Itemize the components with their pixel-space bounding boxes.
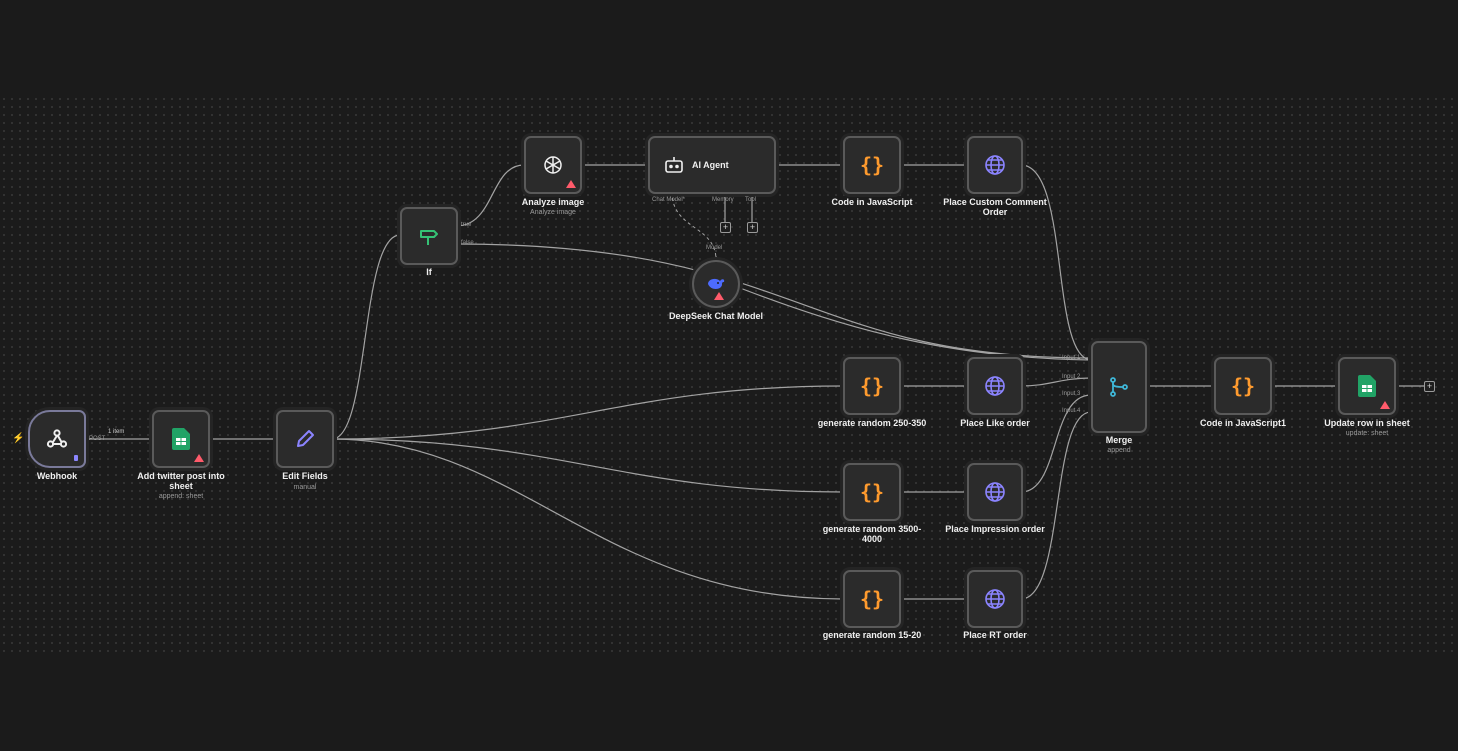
edge-edit-gen15: [331, 438, 844, 600]
if-true-label: true: [461, 222, 472, 228]
google-sheets-icon: [1358, 375, 1376, 397]
add-next-node-button[interactable]: +: [1424, 381, 1435, 392]
node-place-rt-order[interactable]: [967, 570, 1023, 628]
label-generate-random-15-20: generate random 15-20: [822, 630, 922, 640]
deepseek-model-label: Model: [706, 245, 723, 251]
node-if[interactable]: [400, 207, 458, 265]
label-analyze-image: Analyze image: [521, 197, 585, 207]
globe-icon: [984, 481, 1006, 503]
node-merge[interactable]: [1091, 341, 1147, 433]
node-update-row-in-sheet[interactable]: [1338, 357, 1396, 415]
node-code-in-javascript1[interactable]: {}: [1214, 357, 1272, 415]
label-generate-random-250-350: generate random 250-350: [817, 418, 927, 428]
label-update-row-in-sheet: Update row in sheet: [1324, 418, 1410, 428]
warning-icon: [566, 180, 576, 188]
deepseek-whale-icon: [706, 276, 726, 292]
label-place-rt-order: Place RT order: [963, 630, 1027, 640]
ai-agent-chat-model-port: Chat Model*: [652, 197, 686, 203]
edge-if-merge: [455, 243, 1092, 359]
openai-icon: [541, 153, 565, 177]
node-deepseek-chat-model[interactable]: [692, 260, 740, 308]
merge-icon: [1107, 375, 1131, 399]
node-add-twitter-post[interactable]: [152, 410, 210, 468]
warning-icon: [1380, 401, 1390, 409]
sub-edit-fields: manual: [293, 484, 317, 491]
node-generate-random-15-20[interactable]: {}: [843, 570, 901, 628]
trigger-bolt-icon: ⚡: [12, 433, 25, 444]
edge-rt-merge: [1020, 411, 1092, 600]
label-code-in-javascript1: Code in JavaScript1: [1199, 418, 1287, 428]
label-webhook: Webhook: [36, 471, 78, 481]
node-generate-random-250-350[interactable]: {}: [843, 357, 901, 415]
label-if: If: [426, 267, 432, 277]
node-ai-agent[interactable]: AI Agent: [648, 136, 776, 194]
add-memory-button[interactable]: +: [720, 222, 731, 233]
edge-chatmodel-deepseek: [671, 191, 717, 261]
ai-agent-memory-port: Memory: [712, 197, 734, 203]
label-ai-agent: AI Agent: [692, 160, 729, 170]
label-edit-fields: Edit Fields: [282, 471, 328, 481]
edge-if-analyze: [455, 164, 525, 227]
edge-comment-merge: [1020, 164, 1092, 361]
warning-icon: [714, 292, 724, 300]
node-analyze-image[interactable]: [524, 136, 582, 194]
edge-item-count: 1 item: [108, 429, 125, 435]
sub-analyze-image: Analyze image: [530, 209, 576, 216]
node-place-custom-comment-order[interactable]: [967, 136, 1023, 194]
label-add-twitter-post: Add twitter post into sheet: [137, 471, 225, 491]
webhook-icon: [45, 427, 69, 451]
globe-icon: [984, 154, 1006, 176]
add-tool-button[interactable]: +: [747, 222, 758, 233]
node-place-like-order[interactable]: [967, 357, 1023, 415]
node-code-in-javascript[interactable]: {}: [843, 136, 901, 194]
sub-merge: append: [1107, 447, 1131, 454]
code-braces-icon: {}: [1230, 374, 1256, 398]
google-sheets-icon: [172, 428, 190, 450]
if-false-label: false: [461, 240, 474, 246]
label-deepseek-chat-model: DeepSeek Chat Model: [668, 311, 764, 321]
edge-like-merge: [1020, 377, 1092, 387]
merge-input-4: Input 4: [1062, 408, 1081, 414]
merge-input-3: Input 3: [1062, 391, 1081, 397]
webhook-port-label: POST: [89, 436, 106, 442]
node-place-impression-order[interactable]: [967, 463, 1023, 521]
edge-impression-merge: [1020, 394, 1092, 493]
node-generate-random-3500-4000[interactable]: {}: [843, 463, 901, 521]
pencil-icon: [294, 428, 316, 450]
label-code-in-javascript: Code in JavaScript: [831, 197, 913, 207]
code-braces-icon: {}: [859, 480, 885, 504]
node-edit-fields[interactable]: [276, 410, 334, 468]
label-place-like-order: Place Like order: [960, 418, 1030, 428]
label-place-impression-order: Place Impression order: [945, 524, 1045, 534]
code-braces-icon: {}: [859, 587, 885, 611]
merge-input-2: Input 2: [1062, 374, 1081, 380]
edge-edit-gen250: [331, 385, 844, 440]
node-webhook[interactable]: [28, 410, 86, 468]
label-merge: Merge: [1105, 435, 1133, 445]
merge-input-1: Input 1: [1062, 355, 1081, 361]
edge-edit-if: [331, 234, 401, 440]
pinned-data-icon: [74, 455, 78, 461]
label-place-custom-comment-order: Place Custom Comment Order: [943, 197, 1047, 217]
globe-icon: [984, 375, 1006, 397]
sub-add-twitter-post: append: sheet: [158, 493, 204, 500]
warning-icon: [194, 454, 204, 462]
signpost-icon: [418, 225, 440, 247]
ai-agent-tool-port: Tool: [745, 197, 757, 203]
code-braces-icon: {}: [859, 374, 885, 398]
code-braces-icon: {}: [859, 153, 885, 177]
edge-edit-gen3500: [331, 438, 844, 493]
sub-update-row-in-sheet: update: sheet: [1345, 430, 1389, 437]
edge-deepseek-merge: [739, 287, 1092, 361]
robot-icon: [664, 156, 684, 174]
globe-icon: [984, 588, 1006, 610]
label-generate-random-3500-4000: generate random 3500-4000: [822, 524, 922, 544]
